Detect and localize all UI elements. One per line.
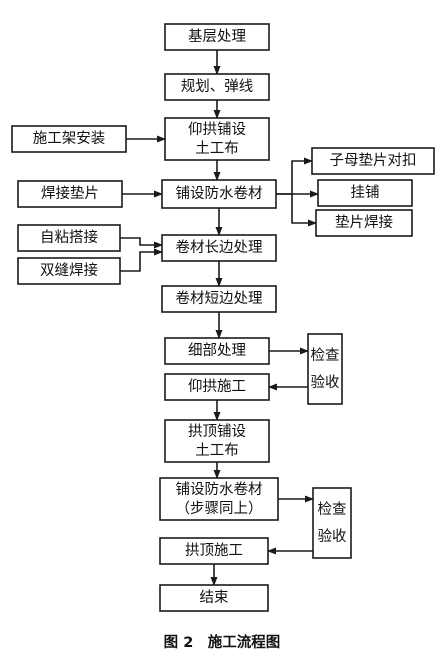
node-gua-pu: 挂铺: [317, 179, 413, 207]
node-fangshui-repeat: 铺设防水卷材 （步骤同上）: [159, 477, 279, 521]
figure-caption: 图 2 施工流程图: [164, 633, 281, 651]
node-yanggong-shigong: 仰拱施工: [164, 373, 270, 401]
node-fangshui-label: 铺设防水卷材: [176, 185, 263, 202]
node-jiancha-2-line1: 检查: [318, 501, 347, 518]
node-jiceng: 基层处理: [164, 23, 270, 51]
node-shuangfeng-label: 双缝焊接: [40, 262, 98, 279]
node-zimu-dianpian-label: 子母垫片对扣: [330, 152, 417, 169]
node-zinian: 自粘搭接: [17, 224, 121, 252]
node-gongding-tugongbu: 拱顶铺设 土工布: [164, 419, 270, 463]
node-dianpian-hanjie: 垫片焊接: [315, 209, 413, 237]
arrow-fangshui-to-zimu-dianpian: [276, 157, 313, 195]
node-yanggong-tugongbu-line2: 土工布: [195, 140, 239, 157]
node-xibu-label: 细部处理: [188, 342, 246, 359]
node-jiceng-label: 基层处理: [188, 28, 246, 45]
node-duanbian-label: 卷材短边处理: [176, 290, 263, 307]
node-shuangfeng: 双缝焊接: [17, 257, 121, 285]
arrow-fangshui-to-dianpian-hanjie: [291, 194, 317, 227]
node-jiancha-1: 检查 验收: [307, 333, 343, 405]
flow-arrows: [120, 50, 319, 586]
node-guihua-label: 规划、弹线: [181, 78, 254, 95]
node-jieshu: 结束: [159, 584, 269, 612]
node-xibu: 细部处理: [164, 337, 270, 365]
node-fangshui: 铺设防水卷材: [161, 179, 277, 209]
arrow-shuangfeng-to-changbian: [120, 248, 163, 272]
node-gua-pu-label: 挂铺: [351, 184, 380, 201]
node-jieshu-label: 结束: [200, 589, 229, 606]
node-yanggong-tugongbu-line1: 仰拱铺设: [188, 121, 246, 138]
node-guihua: 规划、弹线: [164, 73, 270, 101]
node-shigongjia: 施工架安装: [11, 125, 127, 153]
node-yanggong-tugongbu: 仰拱铺设 土工布: [164, 117, 270, 161]
node-fangshui-repeat-line2: （步骤同上）: [176, 500, 263, 517]
node-gongding-shigong-label: 拱顶施工: [185, 542, 243, 559]
node-hanjie-dianpian: 焊接垫片: [17, 180, 123, 208]
node-changbian-label: 卷材长边处理: [176, 239, 263, 256]
node-changbian: 卷材长边处理: [161, 234, 277, 262]
node-yanggong-shigong-label: 仰拱施工: [188, 378, 246, 395]
node-jiancha-2-line2: 验收: [318, 528, 347, 545]
node-fangshui-repeat-line1: 铺设防水卷材: [176, 481, 263, 498]
node-gongding-tugongbu-line1: 拱顶铺设: [188, 423, 246, 440]
node-zinian-label: 自粘搭接: [40, 229, 98, 246]
node-jiancha-1-line2: 验收: [311, 374, 340, 391]
arrow-zinian-to-changbian: [120, 237, 163, 249]
node-jiancha-1-line1: 检查: [311, 347, 340, 364]
node-jiancha-2: 检查 验收: [312, 487, 352, 559]
node-zimu-dianpian: 子母垫片对扣: [311, 147, 435, 175]
node-gongding-tugongbu-line2: 土工布: [195, 442, 239, 459]
node-gongding-shigong: 拱顶施工: [159, 537, 269, 565]
node-hanjie-dianpian-label: 焊接垫片: [41, 185, 99, 202]
node-shigongjia-label: 施工架安装: [33, 130, 106, 147]
node-duanbian: 卷材短边处理: [161, 285, 277, 313]
node-dianpian-hanjie-label: 垫片焊接: [335, 214, 393, 231]
